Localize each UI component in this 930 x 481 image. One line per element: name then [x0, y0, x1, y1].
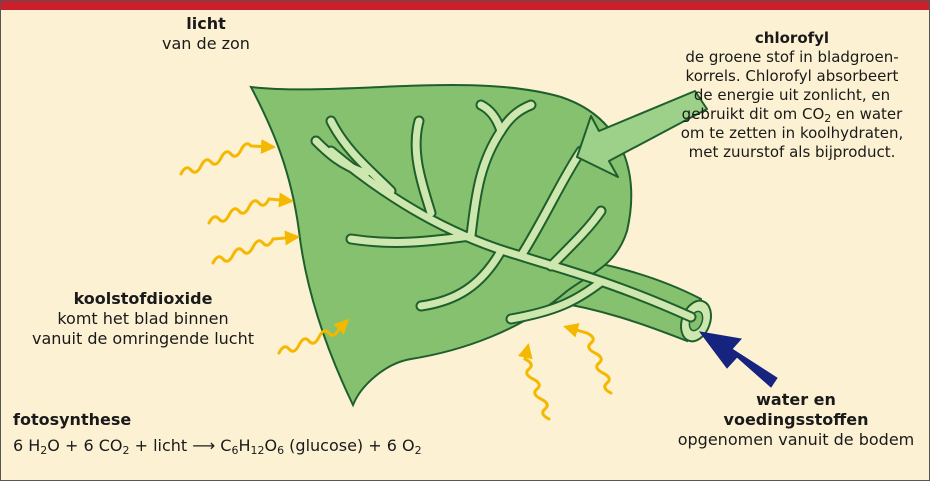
licht-text: van de zon	[146, 34, 266, 54]
chlorofyl-line-3: de energie uit zonlicht, en	[657, 86, 927, 105]
chlorofyl-line-4-a: gebruikt dit om CO	[682, 105, 825, 123]
photosynthesis-equation: 6 H2O + 6 CO2 + licht ⟶ C6H12O6 (glucose…	[13, 436, 573, 456]
eq-part-3: + licht ⟶ C	[130, 436, 232, 455]
water-title-2: voedingsstoffen	[665, 410, 927, 430]
water-arrow	[700, 332, 777, 387]
eq-part-4: H	[238, 436, 250, 455]
eq-part-1: 6 H	[13, 436, 40, 455]
koolstofdioxide-line-2: vanuit de omringende lucht	[3, 329, 283, 349]
label-fotosynthese: fotosynthese 6 H2O + 6 CO2 + licht ⟶ C6H…	[13, 410, 573, 456]
eq-part-6: (glucose) + 6 O	[284, 436, 415, 455]
eq-sub-2: 2	[123, 444, 130, 457]
eq-part-5: O	[265, 436, 278, 455]
licht-title: licht	[146, 14, 266, 34]
koolstofdioxide-line-1: komt het blad binnen	[3, 309, 283, 329]
sun-arrow-3	[213, 237, 297, 263]
label-chlorofyl: chlorofyl de groene stof in bladgroen- k…	[657, 29, 927, 162]
eq-sub-4: 12	[251, 444, 265, 457]
chlorofyl-line-6: met zuurstof als bijproduct.	[657, 143, 927, 162]
sun-arrow-5	[525, 346, 549, 419]
sun-arrow-1	[181, 144, 273, 174]
eq-part-2: O + 6 CO	[47, 436, 122, 455]
sun-arrow-2	[209, 199, 291, 223]
label-water: water en voedingsstoffen opgenomen vanui…	[665, 390, 927, 450]
label-koolstofdioxide: koolstofdioxide komt het blad binnen van…	[3, 289, 283, 349]
chlorofyl-line-2: korrels. Chlorofyl absorbeert	[657, 67, 927, 86]
water-text: opgenomen vanuit de bodem	[665, 430, 927, 450]
eq-sub-6: 2	[415, 444, 422, 457]
chlorofyl-line-5: om te zetten in koolhydraten,	[657, 124, 927, 143]
fotosynthese-title: fotosynthese	[13, 410, 573, 430]
label-licht: licht van de zon	[146, 14, 266, 54]
koolstofdioxide-title: koolstofdioxide	[3, 289, 283, 309]
sun-arrow-6	[566, 327, 611, 393]
chlorofyl-line-4: gebruikt dit om CO2 en water	[657, 105, 927, 124]
chlorofyl-title: chlorofyl	[657, 29, 927, 48]
chlorofyl-line-4-b: en water	[831, 105, 902, 123]
water-title-1: water en	[665, 390, 927, 410]
chlorofyl-line-1: de groene stof in bladgroen-	[657, 48, 927, 67]
